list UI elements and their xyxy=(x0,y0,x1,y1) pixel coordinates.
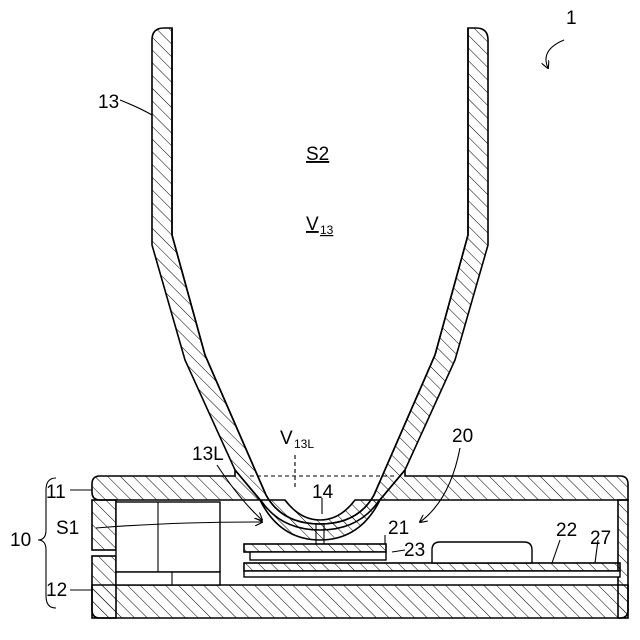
label-bottom-plate: 12 xyxy=(46,580,67,601)
label-space-s1: S1 xyxy=(56,518,79,539)
label-v13l-sub: 13L xyxy=(294,437,314,451)
label-top-plate: 11 xyxy=(46,482,66,503)
bottom-plate xyxy=(92,585,628,618)
label-part22: 22 xyxy=(556,520,577,541)
label-hole: 14 xyxy=(312,482,334,503)
label-volume-v-sub: 13 xyxy=(320,223,334,237)
label-part21: 21 xyxy=(388,518,409,539)
label-part23: 23 xyxy=(404,540,425,561)
label-v13l: V xyxy=(280,428,293,449)
label-part27: 27 xyxy=(590,528,611,549)
label-housing: 10 xyxy=(10,530,31,551)
label-base: 20 xyxy=(452,426,473,447)
label-nozzle: 13 xyxy=(98,92,119,113)
label-space-s2: S2 xyxy=(306,144,329,165)
label-volume-v: V xyxy=(306,214,319,235)
label-tip: 13L xyxy=(192,444,224,465)
label-device: 1 xyxy=(566,8,577,29)
battery-block xyxy=(116,502,220,585)
